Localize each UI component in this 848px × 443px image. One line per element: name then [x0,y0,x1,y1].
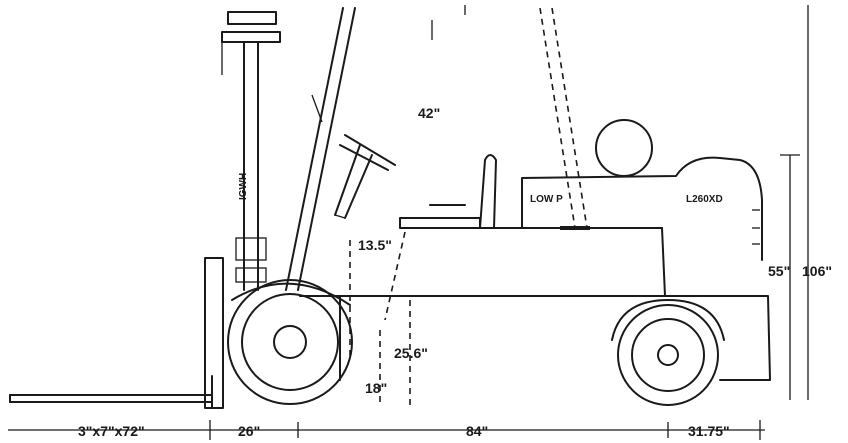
brand-decal: LOW P [530,194,563,205]
label-front-overhang: 26" [238,423,260,439]
label-rear-overhang: 31.75" [688,423,730,439]
label-overall-height: 106" [802,263,832,279]
lpg-tank [595,119,653,177]
dimension-guides [349,22,809,405]
rear-wheel [611,299,725,406]
label-overhead-guard-height: 55" [768,263,790,279]
overhead-guard [285,5,809,291]
label-fork-size: 3"x7"x72" [78,423,145,439]
mast [221,11,281,291]
seat [399,154,497,229]
label-back-tilt: 13.5" [358,237,392,253]
body [299,156,771,381]
label-wheelbase: 84" [466,423,488,439]
model-decal: L260XD [686,194,723,205]
label-seat-clearance: 42" [418,105,440,121]
mast-label: IGWH [238,173,249,200]
carriage [204,257,224,409]
steering-wheel [311,94,396,219]
fork [9,394,213,403]
label-ground-clearance: 18" [365,380,387,396]
label-step-height: 25.6" [394,345,428,361]
front-wheel [227,279,353,405]
